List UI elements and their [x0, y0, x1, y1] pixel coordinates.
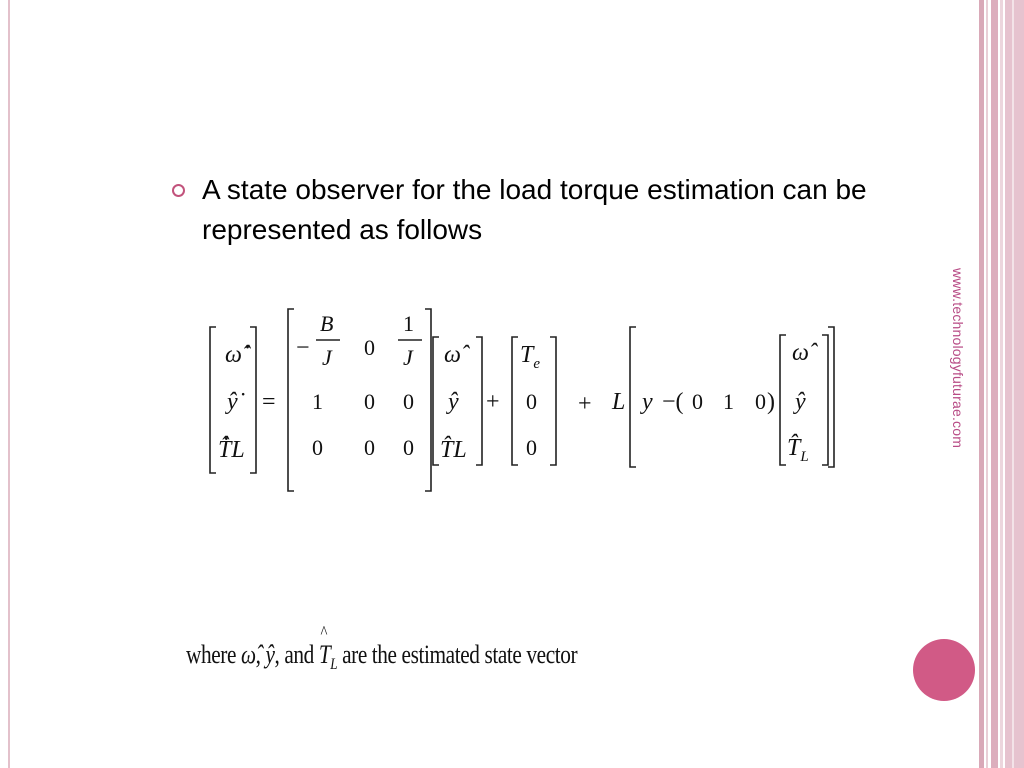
- equation-caption: where ω̂, ŷ, and TL are the estimated st…: [186, 622, 578, 690]
- svg-text:+: +: [486, 389, 500, 415]
- svg-text:J: J: [403, 345, 414, 370]
- bullet-ring-icon: [172, 184, 185, 197]
- svg-text:Te: Te: [520, 342, 540, 372]
- output-row-1: 1: [723, 389, 734, 414]
- svg-text:+: +: [578, 391, 592, 417]
- caption-mid2: , and: [274, 640, 314, 669]
- side-url-watermark: www.technologyfuturae.com: [944, 268, 974, 486]
- observer-equation: ω̂̇ ŷ̇ T̂̇L = − B J 0 1 J 1 0 0 0 0 0 ω̂…: [209, 308, 835, 492]
- svg-text:0: 0: [403, 435, 414, 460]
- svg-text:B: B: [320, 311, 333, 336]
- svg-text:−(: −(: [662, 389, 684, 415]
- svg-text:0: 0: [364, 389, 375, 414]
- state-tl: T̂L: [440, 436, 467, 463]
- svg-text:0: 0: [312, 435, 323, 460]
- state-y: ŷ: [446, 389, 459, 415]
- output-row-0: 0: [692, 389, 703, 414]
- state-omega: ω̂: [444, 342, 470, 368]
- lhs-tl-dot: T̂̇L: [218, 436, 245, 463]
- svg-text:): ): [767, 389, 775, 415]
- equals-sign: =: [262, 389, 276, 415]
- svg-text:1: 1: [312, 389, 323, 414]
- svg-text:0: 0: [403, 389, 414, 414]
- lhs-y-dot: ŷ̇: [225, 389, 245, 415]
- measured-y: y: [640, 389, 653, 415]
- svg-text:ŷ: ŷ: [793, 389, 806, 415]
- svg-text:−: −: [296, 335, 310, 361]
- caption-suffix: are the estimated state vector: [342, 640, 578, 669]
- side-url-text: www.technologyfuturae.com: [950, 268, 966, 449]
- input-zero-1: 0: [526, 389, 537, 414]
- svg-text:J: J: [322, 345, 333, 370]
- output-row-2: 0: [755, 389, 766, 414]
- lhs-omega-dot: ω̂̇: [225, 342, 251, 368]
- input-zero-2: 0: [526, 435, 537, 460]
- svg-text:0: 0: [364, 435, 375, 460]
- svg-text:0: 0: [364, 335, 375, 360]
- svg-text:1: 1: [403, 311, 414, 336]
- slide-left-border: [8, 0, 10, 768]
- gain-L: L: [611, 389, 625, 415]
- caption-prefix: where: [186, 640, 237, 669]
- accent-circle-decoration: [913, 639, 975, 701]
- bullet-text: A state observer for the load torque est…: [202, 174, 867, 245]
- caption-mid1: ,: [255, 640, 261, 669]
- svg-text:T̂L: T̂L: [787, 434, 809, 465]
- svg-text:ω̂: ω̂: [792, 340, 818, 366]
